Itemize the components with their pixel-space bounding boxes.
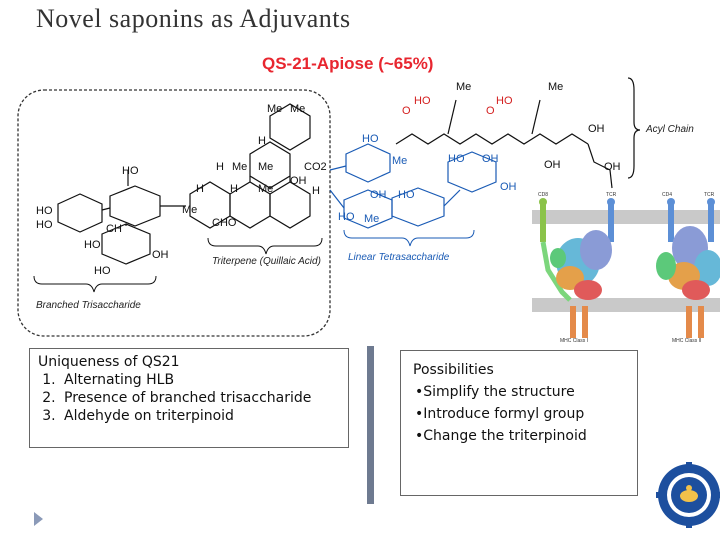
list-item: Aldehyde on triterpinoid [60,407,340,425]
list-item: •Change the triterpinoid [415,428,587,444]
oh-label-blue-2: OH [500,181,517,193]
me-label-red-1: Me [456,81,471,93]
possibilities-box: Possibilities •Simplify the structure •I… [400,350,638,496]
me-label-6: Me [182,204,197,216]
me-label-5: Me [258,183,273,195]
list-item: Alternating HLB [60,371,340,389]
membrane-bottom [532,298,720,312]
me-label-4: Me [258,161,273,173]
ho-label-3: HO [84,239,101,251]
ho-label-1: HO [36,205,53,217]
ho-label-2: HO [36,219,53,231]
me-label-red-2: Me [548,81,563,93]
hoho-label: HO [398,189,415,201]
me-label-blue-2: Me [364,213,379,225]
h-label-5: H [312,185,320,197]
branched-trisaccharide [57,170,186,265]
oh-label-2: OH [152,249,169,261]
oh-label-1: OH [290,175,307,187]
membrane-top [532,210,720,224]
acyl-chain-bracket [627,77,641,179]
h-label-2: H [216,161,224,173]
tetrasaccharide-label: Linear Tetrasaccharide [348,252,450,263]
uniqueness-list: Alternating HLB Presence of branched tri… [38,371,340,425]
slide-title: Novel saponins as Adjuvants [36,4,351,33]
institute-emblem-icon [656,462,720,528]
cd8-label: CD8 [538,192,548,198]
me-label-1: Me [267,103,282,115]
oh-label-red-3: OH [604,161,621,173]
mhc1-label: MHC Class I [560,338,588,344]
h-label-1: H [258,135,266,147]
ho-label-ch: HO [122,165,139,177]
possibilities-heading: Possibilities [413,362,494,378]
uniqueness-box: Uniqueness of QS21 Alternating HLB Prese… [29,348,349,448]
ho-label-blue-3: HO [338,211,355,223]
uniqueness-heading: Uniqueness of QS21 [38,354,180,370]
oh-label-blue-3: OH [370,189,387,201]
o-label-red-1: O [402,105,411,117]
vertical-divider [367,346,374,504]
triterpene-label: Triterpene (Quillaic Acid) [212,256,321,267]
triterpene-core [189,103,311,229]
o-label-red-2: O [486,105,495,117]
ho-label-red-2: HO [496,95,513,107]
me-label-blue-1: Me [392,155,407,167]
mhc-tcr-illustration: CD8 TCR CD4 TCR MHC Class I MHC Class II [532,192,720,344]
tcr-label-1: TCR [606,192,617,198]
list-item: Presence of branched trisaccharide [60,389,340,407]
trisaccharide-brace [33,275,157,293]
co2-label: CO2 [304,161,327,173]
cd4-label: CD4 [662,192,672,198]
linear-tetrasaccharide [329,143,497,229]
me-label-2: Me [290,103,305,115]
trisaccharide-label: Branched Trisaccharide [36,300,141,311]
tcr-label-2: TCR [704,192,715,198]
ho-label-red-1: HO [414,95,431,107]
triterpene-brace [207,237,323,255]
dashed-highlight-box [17,89,331,337]
acyl-chain-label: Acyl Chain [645,124,694,135]
oh-label-red-1: OH [588,123,605,135]
oh-label-red-2: OH [544,159,561,171]
ho-label-blue-1: HO [362,133,379,145]
cho-label: CHO [212,217,237,229]
h-label-4: H [230,183,238,195]
qs21-structure-figure: Me Me H Me Me H CO2 H H Me OH H Me CHO H… [17,77,720,344]
acyl-chain [395,99,613,189]
compound-title: QS-21-Apiose (~65%) [262,54,434,73]
tetrasaccharide-brace [343,229,475,247]
ho-label-blue-2: HO [448,153,465,165]
possibilities-list: •Simplify the structure •Introduce formy… [413,381,625,447]
h-label-3: H [196,183,204,195]
bullet-arrow-icon [34,512,43,526]
list-item: •Simplify the structure [415,384,575,400]
mhc2-label: MHC Class II [672,338,701,344]
ch-label: CH [106,223,122,235]
me-label-3: Me [232,161,247,173]
oh-label-blue-1: OH [482,153,499,165]
list-item: •Introduce formyl group [415,406,585,422]
ho-label-4: HO [94,265,111,277]
